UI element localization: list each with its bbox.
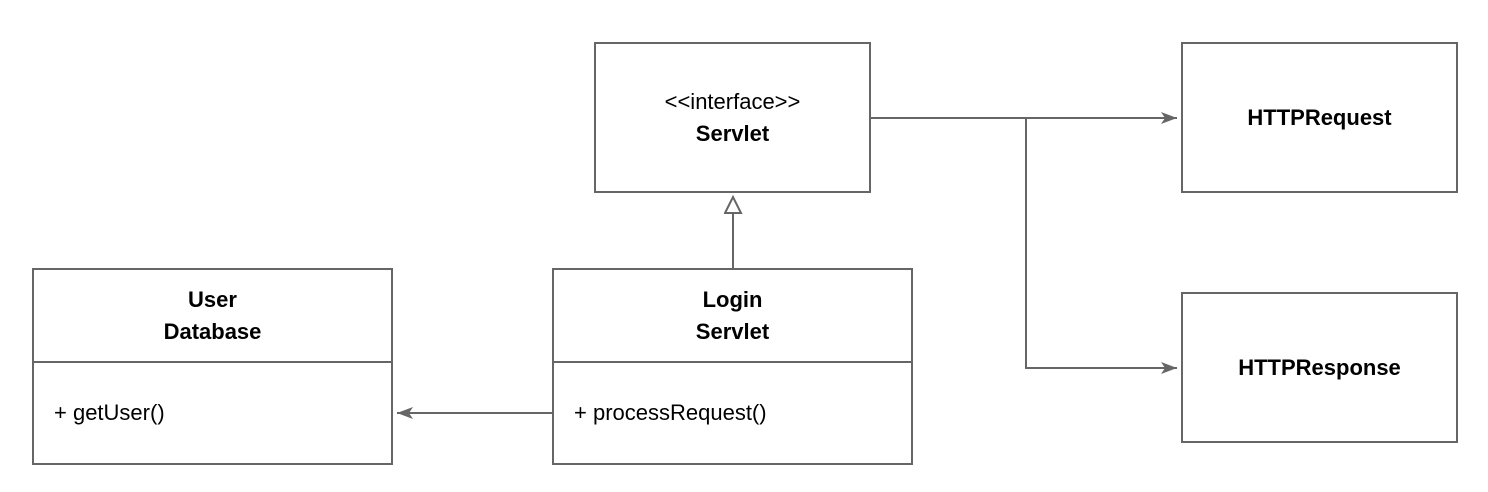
login-servlet-body: + processRequest() — [554, 363, 911, 463]
httpresponse-name: HTTPResponse — [1238, 354, 1401, 380]
login-servlet-name-line1: Login — [702, 286, 763, 312]
node-httpresponse: HTTPResponse — [1181, 292, 1458, 443]
node-servlet-interface: <<interface>> Servlet — [594, 42, 871, 193]
node-user-database: User Database + getUser() — [32, 268, 393, 465]
login-servlet-method: + processRequest() — [574, 400, 767, 425]
user-database-name-line2: Database — [163, 318, 262, 344]
node-httprequest: HTTPRequest — [1181, 42, 1458, 193]
servlet-interface-name: Servlet — [695, 120, 770, 146]
user-database-name-line1: User — [188, 286, 237, 312]
node-login-servlet: Login Servlet + processRequest() — [552, 268, 913, 465]
user-database-method: + getUser() — [54, 400, 165, 425]
edge-servlet-to-httpresponse — [1025, 118, 1177, 374]
login-servlet-name-line2: Servlet — [695, 318, 770, 344]
login-servlet-header: Login Servlet — [554, 270, 911, 363]
httprequest-name: HTTPRequest — [1247, 104, 1392, 130]
user-database-body: + getUser() — [34, 363, 391, 463]
user-database-header: User Database — [34, 270, 391, 363]
servlet-interface-stereotype: <<interface>> — [664, 88, 801, 114]
